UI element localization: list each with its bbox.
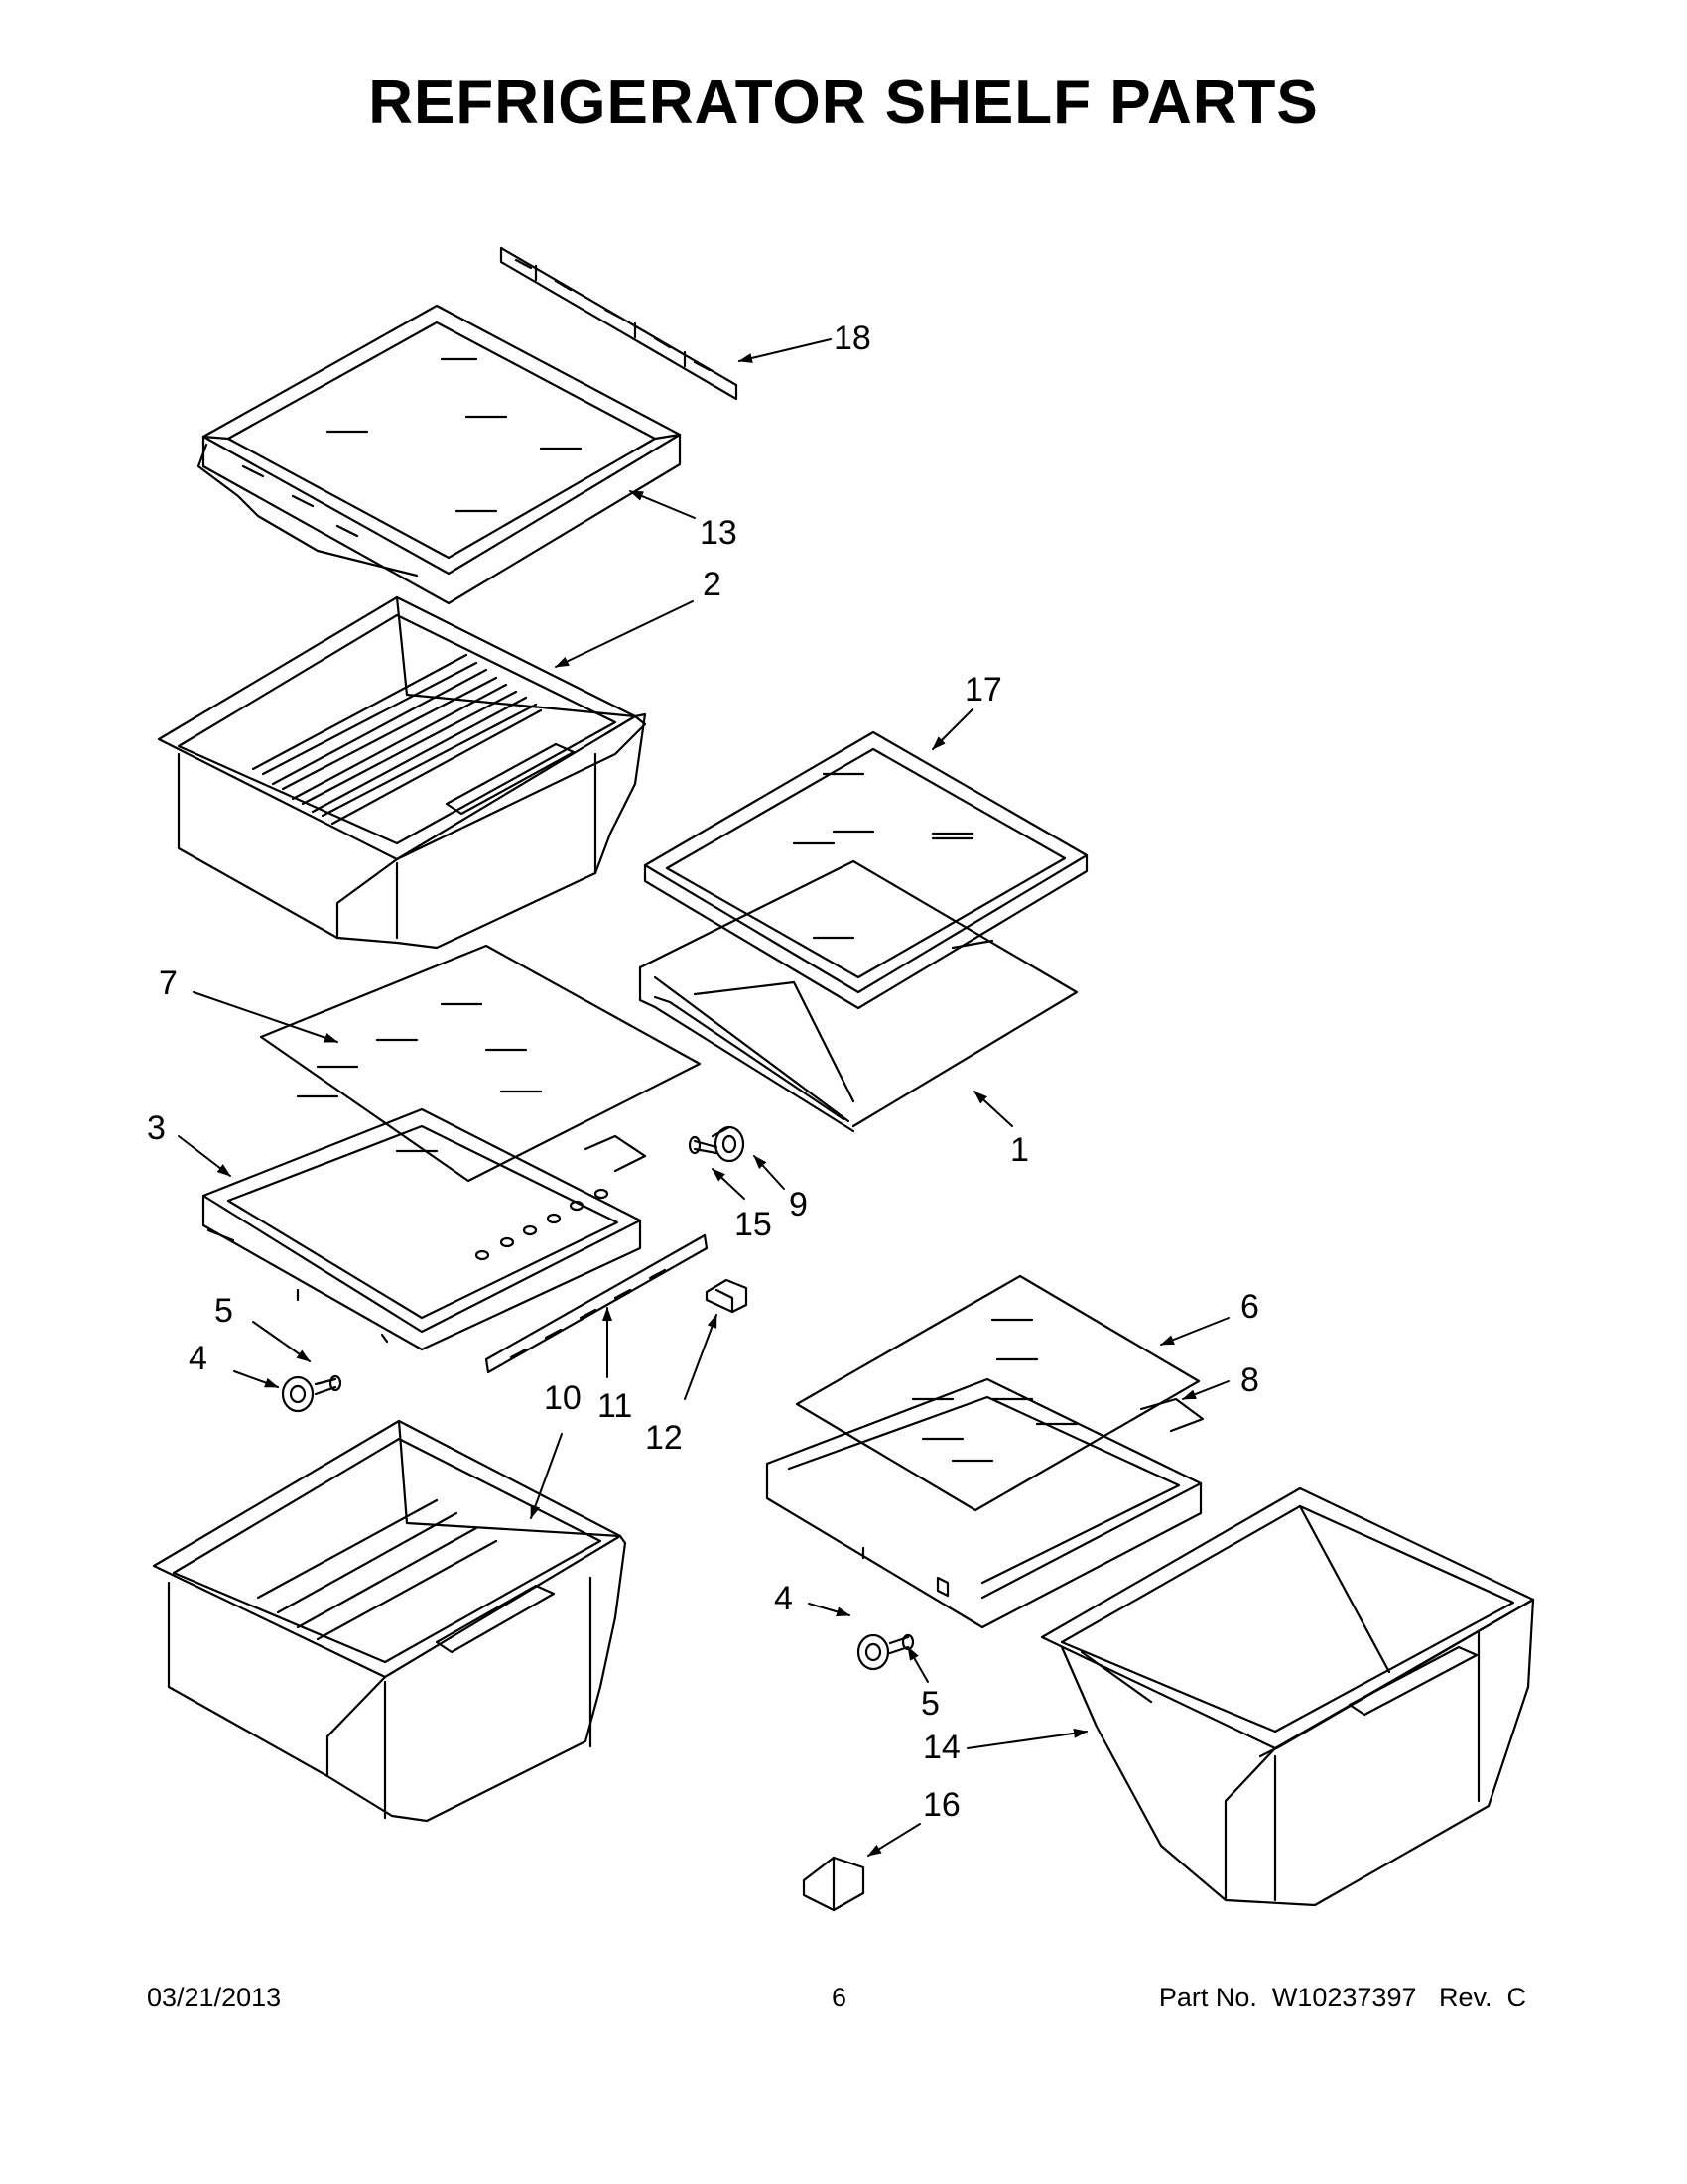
page-title: REFRIGERATOR SHELF PARTS xyxy=(368,68,1319,137)
footer-page-number: 6 xyxy=(832,1983,847,2012)
screw-part-15 xyxy=(688,1135,718,1155)
glass-panel-part-6 xyxy=(795,1274,1201,1512)
glass-shelf-part-17 xyxy=(643,730,1089,1010)
callout-4-right: 4 xyxy=(774,1580,793,1617)
callout-11: 11 xyxy=(597,1387,632,1425)
callout-9: 9 xyxy=(789,1186,808,1223)
crisper-drawer-part-14 xyxy=(1040,1486,1535,1907)
callout-1: 1 xyxy=(1010,1131,1029,1169)
callout-6: 6 xyxy=(1240,1288,1259,1326)
callout-8: 8 xyxy=(1240,1361,1259,1399)
shelf-frame-part-1 xyxy=(638,859,1079,1133)
trim-strip-part-11 xyxy=(484,1233,709,1374)
roller-part-4-left xyxy=(281,1375,315,1413)
clip-part-12 xyxy=(705,1278,748,1314)
callout-5-left: 5 xyxy=(214,1292,233,1330)
callout-10: 10 xyxy=(544,1379,582,1417)
callout-7: 7 xyxy=(159,964,178,1002)
cover-part-16 xyxy=(802,1856,865,1912)
callout-3: 3 xyxy=(147,1109,166,1147)
crisper-cover-part-3 xyxy=(201,1107,647,1351)
callout-15: 15 xyxy=(734,1206,772,1243)
glass-shelf-part-13 xyxy=(196,304,682,605)
rear-rail-part-18 xyxy=(499,246,738,401)
callout-16: 16 xyxy=(923,1786,961,1824)
crisper-cover-part-8 xyxy=(765,1377,1205,1629)
callout-17: 17 xyxy=(965,671,1002,708)
callout-4-left: 4 xyxy=(189,1340,207,1377)
callout-13: 13 xyxy=(700,514,737,552)
crisper-drawer-part-10 xyxy=(152,1419,627,1823)
callout-18: 18 xyxy=(834,320,871,357)
callout-5-right: 5 xyxy=(921,1685,940,1723)
glass-panel-part-7 xyxy=(259,944,702,1183)
roller-part-4-right xyxy=(856,1633,890,1671)
footer-part-number: Part No. W10237397 Rev. C xyxy=(1158,1983,1526,2012)
callout-arrows xyxy=(178,338,1230,1857)
callout-14: 14 xyxy=(923,1729,961,1766)
roller-part-9 xyxy=(711,1125,745,1163)
callout-2: 2 xyxy=(703,566,721,603)
crisper-drawer-part-2 xyxy=(157,595,647,950)
screw-part-5-left xyxy=(314,1374,342,1396)
footer-date: 03/21/2013 xyxy=(147,1983,282,2012)
callout-12: 12 xyxy=(645,1419,683,1457)
